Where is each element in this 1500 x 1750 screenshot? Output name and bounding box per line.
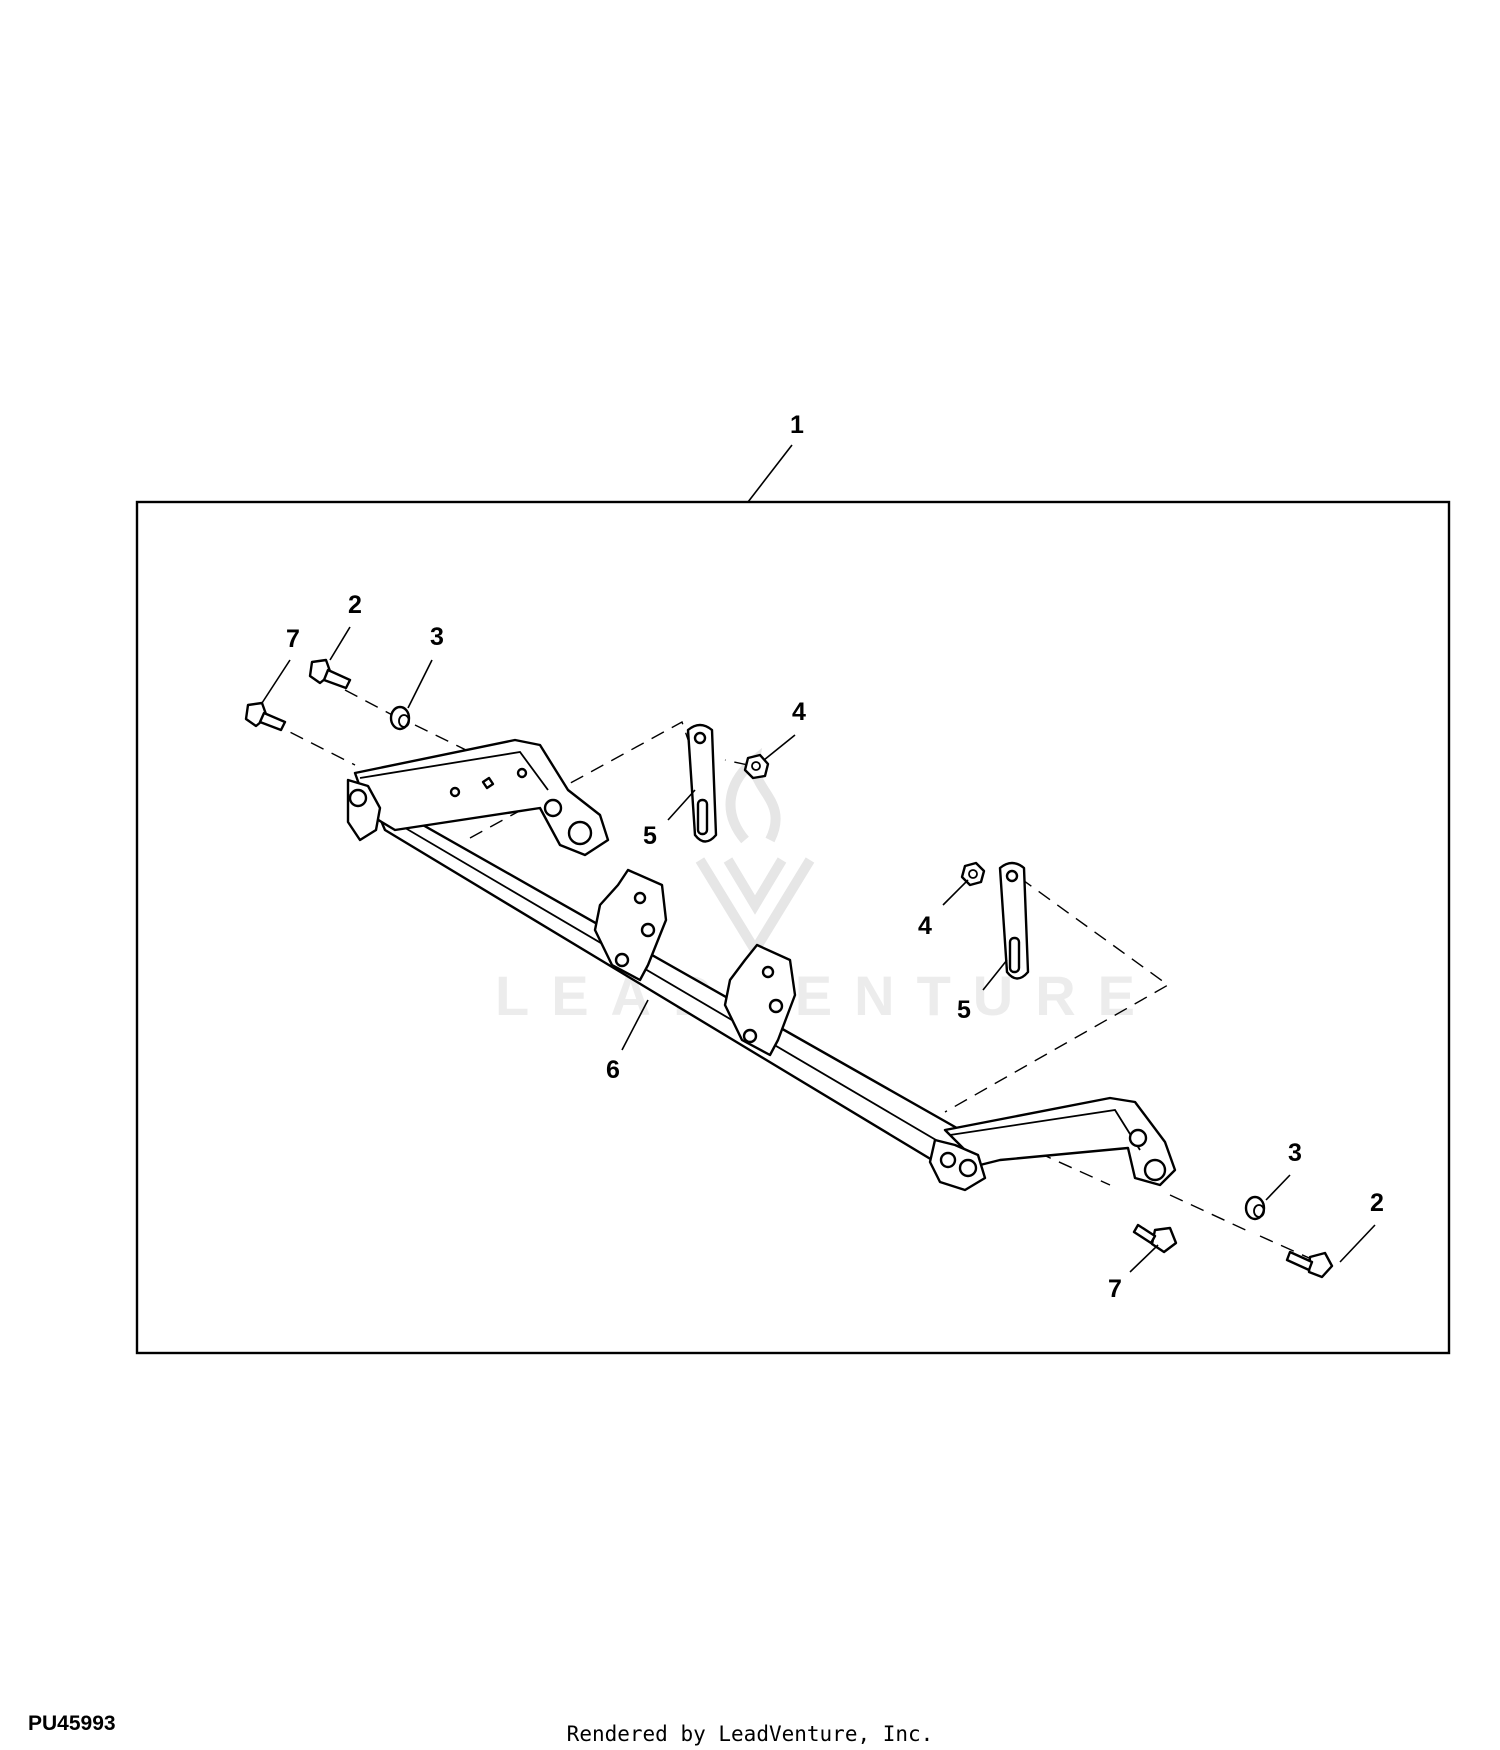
watermark-text: LEADVENTURE xyxy=(495,964,1157,1027)
render-credit: Rendered by LeadVenture, Inc. xyxy=(566,1722,934,1746)
figure-id: PU45993 xyxy=(28,1712,116,1735)
hex-nut-left xyxy=(743,753,770,780)
watermark-logo xyxy=(695,747,815,960)
strap-link-right xyxy=(998,861,1030,980)
callout-5-right: 5 xyxy=(957,996,971,1024)
callout-7-lower: 7 xyxy=(1108,1275,1122,1303)
callout-2-upper-left: 2 xyxy=(348,591,362,619)
bolt-far-left xyxy=(244,701,287,732)
bushing-left xyxy=(389,705,411,731)
bolt-lower-right xyxy=(1285,1250,1334,1279)
left-lift-arm xyxy=(346,738,610,857)
center-plate-right xyxy=(723,943,797,1057)
right-lift-arm xyxy=(928,1096,1177,1192)
callout-3-lower-right: 3 xyxy=(1288,1139,1302,1167)
callout-5-left: 5 xyxy=(643,822,657,850)
bolt-upper-left xyxy=(308,658,352,690)
center-plate-left xyxy=(593,868,668,982)
callout-leaders xyxy=(261,444,1376,1273)
assembly-lines xyxy=(269,689,1319,1263)
callout-4-lower: 4 xyxy=(918,912,932,940)
callout-1: 1 xyxy=(790,411,804,439)
kit-boundary-box xyxy=(135,500,1451,1355)
callout-7-far-left: 7 xyxy=(286,625,300,653)
strap-link-left xyxy=(686,723,718,843)
callout-6: 6 xyxy=(606,1056,620,1084)
callout-3-upper-left: 3 xyxy=(430,623,444,651)
callout-4-upper: 4 xyxy=(792,698,806,726)
callout-2-lower-right: 2 xyxy=(1370,1189,1384,1217)
bushing-right xyxy=(1244,1195,1266,1221)
